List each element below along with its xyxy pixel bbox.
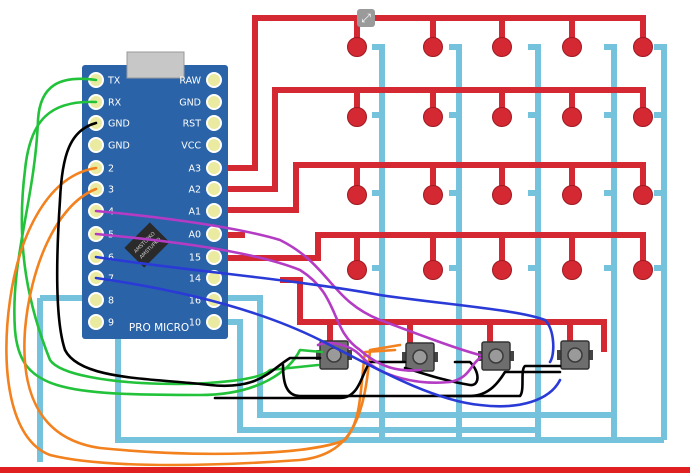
right-pin-GND xyxy=(206,94,222,110)
wire-blue-7 xyxy=(94,276,562,408)
column-trace-1 xyxy=(372,44,385,440)
video-progress-fill xyxy=(0,467,690,473)
left-pin-label: TX xyxy=(107,76,121,87)
led-r2-c4 xyxy=(562,107,582,127)
right-pin-label: 15 xyxy=(189,253,201,264)
wire-black-gnd-2 xyxy=(213,360,407,400)
encoder-1 xyxy=(316,340,352,370)
left-pin-GND xyxy=(88,137,104,153)
led-r1-c3 xyxy=(492,37,512,57)
encoder-knob xyxy=(567,347,583,363)
column-trace-2 xyxy=(449,44,462,440)
right-pin-15 xyxy=(206,249,222,265)
led-r3-c5 xyxy=(633,185,653,205)
column-bus-trace xyxy=(40,295,664,443)
right-pin-label: 14 xyxy=(189,274,201,285)
left-pin-label: 8 xyxy=(108,296,114,307)
wire-black-gnd-5 xyxy=(403,360,479,387)
led-r2-c2 xyxy=(423,107,443,127)
chip-body xyxy=(124,222,170,268)
left-pin-label: 2 xyxy=(108,164,114,175)
wire-orange-2 xyxy=(5,166,402,467)
pro-micro-board: TXRXGNDGND23456789RAWGNDRSTVCCA3A2A1A015… xyxy=(82,51,228,339)
led-r4-c5 xyxy=(633,260,653,280)
column-trace-3 xyxy=(528,44,541,440)
board-name: PRO MICRO xyxy=(129,322,189,334)
led-r3-c2 xyxy=(423,185,443,205)
led-r4-c2 xyxy=(423,260,443,280)
column-traces xyxy=(37,44,667,462)
wire-green-tx xyxy=(13,77,324,397)
left-pin-8 xyxy=(88,292,104,308)
wire-purple-6 xyxy=(316,341,482,384)
wire-orange-3 xyxy=(23,187,397,456)
column-trace-4 xyxy=(604,44,617,440)
right-pin-A3 xyxy=(206,160,222,176)
video-progress-bar[interactable] xyxy=(0,467,690,473)
left-pin-label: GND xyxy=(108,119,130,130)
led-r2-c1 xyxy=(347,107,367,127)
led-r4-c1 xyxy=(347,260,367,280)
led-r4-c4 xyxy=(562,260,582,280)
left-pin-label: RX xyxy=(108,98,122,109)
encoder-knob xyxy=(488,348,504,364)
right-pin-label: A1 xyxy=(188,207,201,218)
led-r4-c3 xyxy=(492,260,512,280)
right-pin-VCC xyxy=(206,137,222,153)
right-pin-label: GND xyxy=(179,98,201,109)
led-r3-c1 xyxy=(347,185,367,205)
encoder-row-trace xyxy=(280,277,607,352)
wire-black-gnd-4 xyxy=(438,364,562,398)
column-bus-trace xyxy=(218,295,614,418)
hand-drawn-wires xyxy=(5,77,562,467)
led-r1-c1 xyxy=(347,37,367,57)
left-pin-label: 3 xyxy=(108,185,114,196)
led-matrix xyxy=(347,37,653,280)
left-pin-label: GND xyxy=(108,141,130,152)
wire-purple-5 xyxy=(94,232,422,372)
encoder-2 xyxy=(402,342,438,372)
right-pin-label: RAW xyxy=(179,76,201,87)
led-r1-c4 xyxy=(562,37,582,57)
right-pin-label: 10 xyxy=(189,318,201,329)
right-pin-A2 xyxy=(206,181,222,197)
right-pin-label: A2 xyxy=(188,185,201,196)
led-r2-c3 xyxy=(492,107,512,127)
right-pin-RAW xyxy=(206,72,222,88)
wire-purple-4 xyxy=(94,209,482,357)
left-pin-label: 9 xyxy=(108,318,114,329)
led-r3-c3 xyxy=(492,185,512,205)
encoder-knob xyxy=(412,349,428,365)
column-bus-trace xyxy=(218,319,538,433)
right-pin-label: 16 xyxy=(189,296,201,307)
encoder-4 xyxy=(557,340,593,370)
wire-black-gnd xyxy=(55,121,322,388)
wire-blue-6 xyxy=(94,255,555,364)
right-pin-10 xyxy=(206,314,222,330)
right-pin-label: A3 xyxy=(188,164,201,175)
right-pin-label: RST xyxy=(183,119,202,130)
encoder-3 xyxy=(478,341,514,371)
led-r1-c5 xyxy=(633,37,653,57)
left-pin-9 xyxy=(88,314,104,330)
rotary-encoders xyxy=(316,340,593,372)
led-r1-c2 xyxy=(423,37,443,57)
pcb xyxy=(82,65,228,339)
usb-connector-icon xyxy=(126,51,185,79)
right-pin-RST xyxy=(206,115,222,131)
right-pin-label: A0 xyxy=(188,230,201,241)
led-r2-c5 xyxy=(633,107,653,127)
column-trace-5 xyxy=(654,44,667,440)
right-pin-A0 xyxy=(206,226,222,242)
led-r3-c4 xyxy=(562,185,582,205)
expand-icon[interactable]: ⤢ xyxy=(357,9,375,27)
right-pin-A1 xyxy=(206,203,222,219)
right-pin-label: VCC xyxy=(181,141,201,152)
